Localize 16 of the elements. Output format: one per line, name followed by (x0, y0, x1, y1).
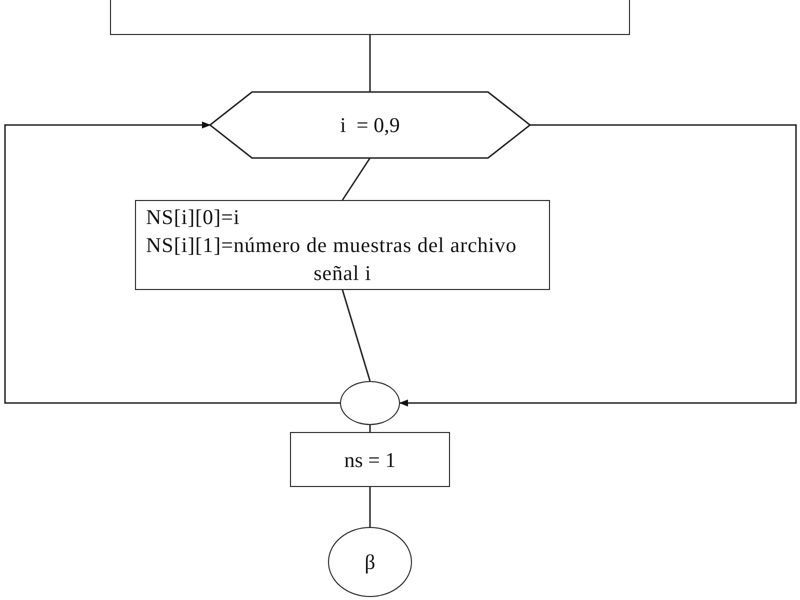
connector-line (369, 35, 371, 92)
connector-line (369, 425, 371, 432)
arrow (4, 121, 340, 404)
connector-line (369, 487, 371, 527)
assignment-text: NS[i][0]=i (146, 204, 241, 231)
node-label: i = 0,9 (340, 112, 400, 139)
arrow (399, 124, 797, 407)
connector-line (342, 290, 371, 382)
process-box (135, 200, 550, 290)
node-label: ns = 1 (344, 446, 396, 474)
loop-hexagon (210, 92, 530, 158)
assignment-text: NS[i][1]=número de muestras del archivo señal i (146, 232, 518, 287)
process-box (110, 0, 630, 35)
process-box (290, 432, 450, 487)
connector-line (342, 158, 371, 200)
terminal-label: β (364, 549, 376, 576)
